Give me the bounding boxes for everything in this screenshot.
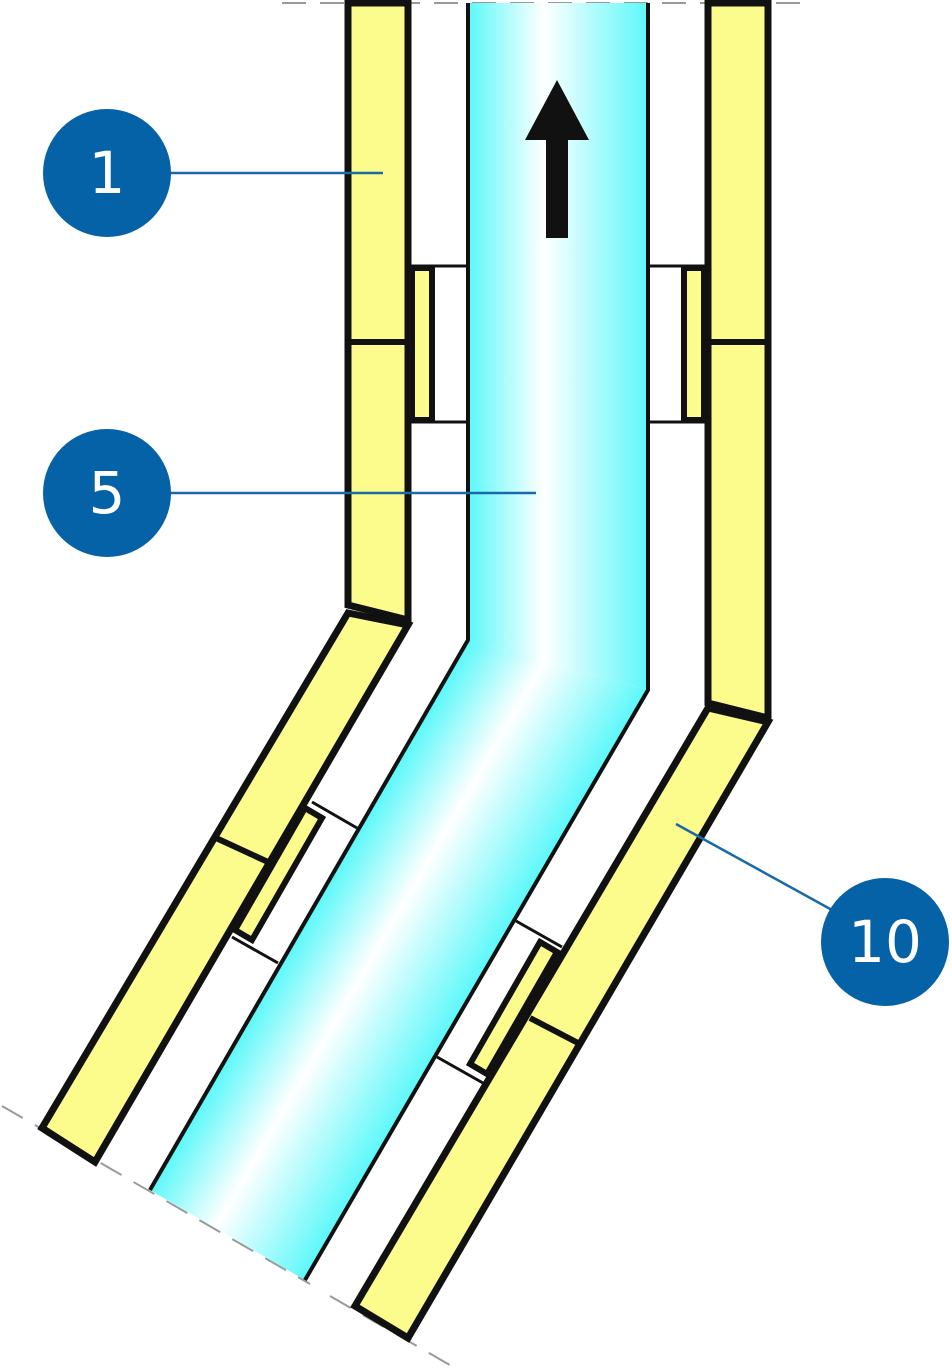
arrow-head bbox=[525, 80, 589, 140]
spacer-diag-left-top bbox=[311, 800, 358, 830]
right-shell-vertical bbox=[704, 0, 772, 723]
flow-channel bbox=[148, 3, 650, 1282]
bottom-cut-line-right bbox=[329, 1295, 456, 1369]
callout-number-5: 5 bbox=[89, 459, 126, 527]
spacer-diag-right-top bbox=[515, 919, 563, 949]
flow-channel-diagonal bbox=[150, 640, 648, 1280]
callout-circle-5 bbox=[43, 429, 171, 557]
leader-line-10 bbox=[675, 822, 833, 912]
left-sleeve-strip bbox=[409, 265, 435, 423]
left-shell-vertical bbox=[344, 0, 412, 625]
callout-1: 1 bbox=[43, 109, 171, 237]
callout-circle-1 bbox=[43, 109, 171, 237]
flow-channel-right-edge bbox=[303, 3, 650, 1282]
leader-lines bbox=[170, 171, 833, 912]
joint-right-diagonal bbox=[528, 1015, 582, 1047]
insulation-shells bbox=[37, 0, 774, 1343]
shell-joints bbox=[214, 339, 768, 1047]
arrow-shaft bbox=[546, 132, 568, 238]
callout-10: 10 bbox=[821, 878, 949, 1006]
callout-circle-10 bbox=[821, 878, 949, 1006]
callout-5: 5 bbox=[43, 429, 171, 557]
flow-channel-vertical bbox=[468, 3, 648, 690]
left-diag-sleeve-strip bbox=[230, 803, 327, 945]
right-shell-diagonal bbox=[350, 704, 774, 1343]
callout-number-1: 1 bbox=[89, 139, 126, 207]
right-sleeve-strip bbox=[681, 265, 707, 423]
arrow-up-icon bbox=[525, 80, 589, 238]
callout-number-10: 10 bbox=[848, 908, 922, 976]
left-shell-diagonal bbox=[37, 609, 414, 1167]
spacer-diag-left-bottom bbox=[231, 935, 279, 965]
flow-channel-left-edge bbox=[148, 3, 470, 1192]
spacer-diag-right-bottom bbox=[436, 1055, 484, 1085]
right-diag-sleeve-strip bbox=[465, 937, 562, 1079]
sleeve-strips bbox=[230, 265, 707, 1079]
joint-left-diagonal bbox=[214, 835, 270, 865]
